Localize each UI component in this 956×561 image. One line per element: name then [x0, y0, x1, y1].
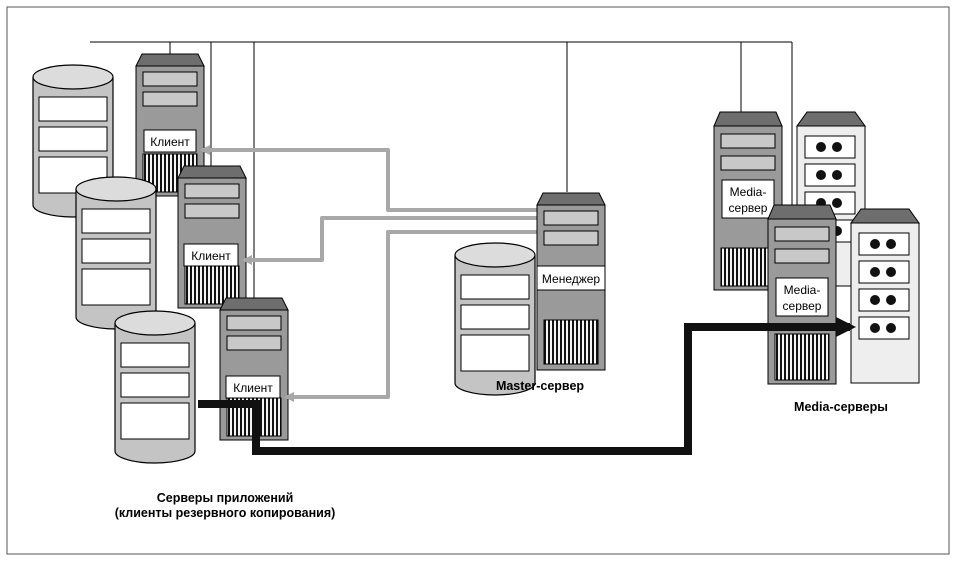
control-arrow-client-1 — [200, 145, 537, 212]
media-server-2: Media- сервер — [767, 204, 920, 385]
manager-label: Менеджер — [542, 272, 601, 286]
network-bus — [90, 41, 793, 298]
app-server-3: Клиент — [114, 297, 289, 464]
media-label-line2: сервер — [783, 299, 822, 313]
app-servers-caption-line2: (клиенты резервного копирования) — [115, 506, 336, 520]
client-label: Клиент — [150, 135, 190, 149]
manager-label-box — [536, 265, 606, 291]
disk-storage-icon — [114, 310, 196, 464]
media-server-1: Media- сервер — [713, 111, 866, 291]
disk-storage-icon — [454, 242, 536, 396]
tape-library-icon — [850, 208, 920, 384]
media-label-box — [721, 179, 775, 219]
app-servers-group: Клиент Клиент Клиент Серверы приложений … — [32, 53, 336, 520]
app-servers-caption-line1: Серверы приложений — [157, 491, 294, 505]
client-label: Клиент — [233, 381, 273, 395]
control-arrow-client-2 — [242, 216, 537, 265]
media-servers-group: Media- сервер Media- сервер Media-сервер… — [713, 111, 920, 414]
app-server-2: Клиент — [75, 165, 247, 330]
client-label-box — [143, 129, 197, 153]
disk-storage-icon — [75, 176, 157, 330]
master-server-caption: Master-сервер — [496, 379, 584, 393]
client-label-box — [183, 243, 239, 267]
media-servers-caption: Media-серверы — [794, 400, 888, 414]
diagram-frame — [6, 6, 950, 555]
media-label-box — [775, 277, 829, 317]
app-server-1: Клиент — [32, 53, 205, 218]
client-label-box — [225, 375, 281, 399]
master-server-group: Менеджер Master-сервер — [454, 192, 606, 396]
control-arrows — [200, 145, 537, 402]
server-tower-icon — [177, 165, 247, 309]
data-path-arrow — [198, 317, 856, 455]
control-arrow-client-3 — [284, 230, 537, 402]
client-label: Клиент — [191, 249, 231, 263]
media-label-line1: Media- — [730, 185, 767, 199]
media-label-line1: Media- — [784, 283, 821, 297]
media-label-line2: сервер — [729, 201, 768, 215]
